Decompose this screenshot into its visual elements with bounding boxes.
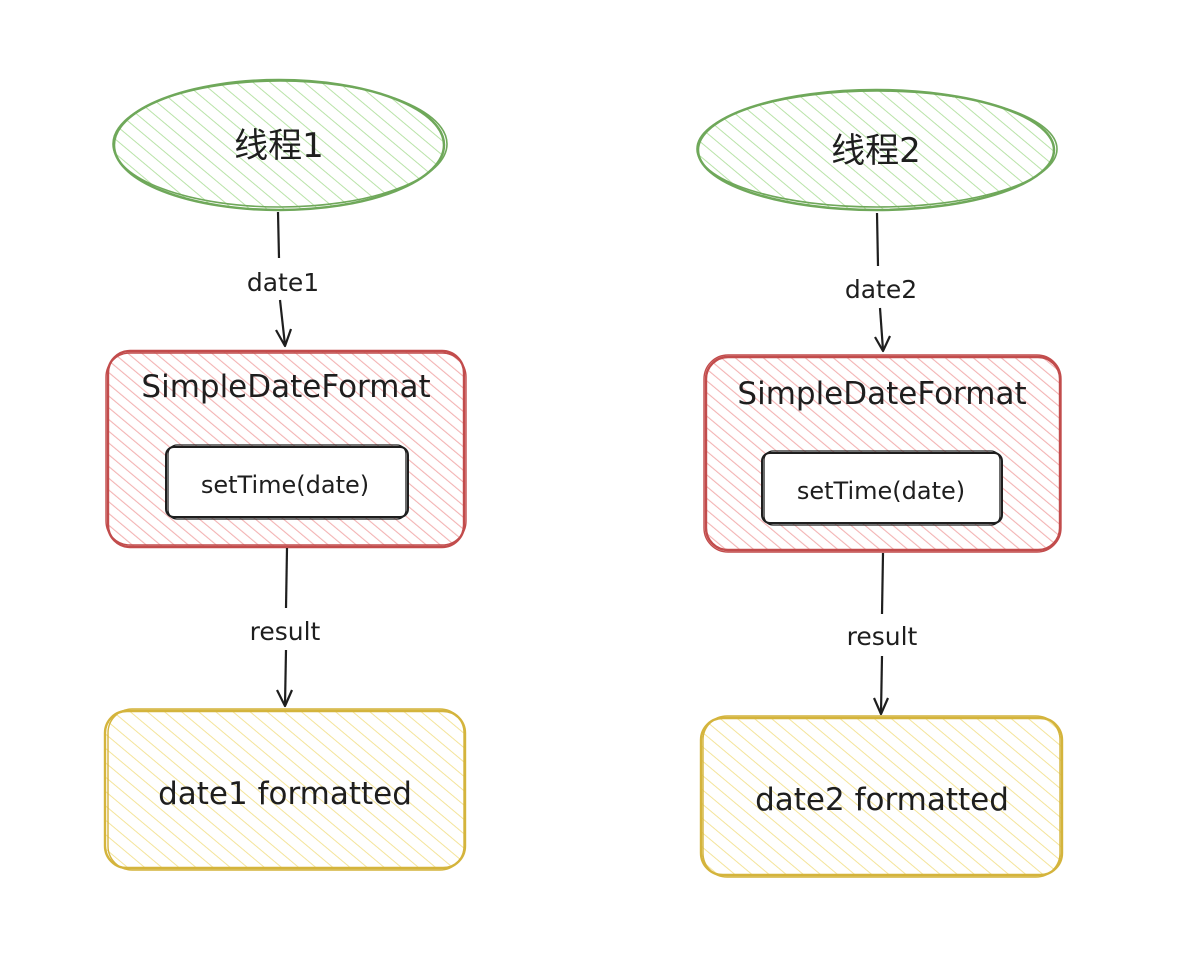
output-box: date2 formatted	[699, 715, 1064, 878]
input-arrow: date1	[247, 211, 319, 348]
output-arrow: result	[250, 547, 321, 708]
input-arrow: date2	[845, 212, 917, 353]
method-label: setTime(date)	[201, 471, 369, 499]
method-box: setTime(date)	[165, 444, 409, 520]
column-thread-2: 线程2 date2 SimpleDateFormat setTime(date)	[696, 88, 1064, 878]
output-arrow: result	[847, 552, 918, 716]
formatter-box: SimpleDateFormat setTime(date)	[703, 354, 1062, 553]
formatter-class-label: SimpleDateFormat	[737, 376, 1026, 412]
input-edge-label: date2	[845, 275, 917, 304]
output-label: date1 formatted	[158, 776, 412, 812]
thread-node: 线程2	[696, 88, 1058, 212]
output-edge-label: result	[250, 617, 321, 646]
thread-node: 线程1	[112, 78, 448, 212]
method-label: setTime(date)	[797, 477, 965, 505]
method-box: setTime(date)	[761, 450, 1003, 526]
input-edge-label: date1	[247, 268, 319, 297]
output-label: date2 formatted	[755, 782, 1009, 818]
formatter-box: SimpleDateFormat setTime(date)	[105, 349, 467, 549]
thread-label: 线程1	[234, 126, 324, 166]
output-edge-label: result	[847, 622, 918, 651]
column-thread-1: 线程1 date1 SimpleDateFormat setTime(date)	[103, 78, 467, 871]
output-box: date1 formatted	[103, 708, 467, 871]
thread-label: 线程2	[831, 131, 921, 171]
formatter-class-label: SimpleDateFormat	[141, 369, 430, 405]
